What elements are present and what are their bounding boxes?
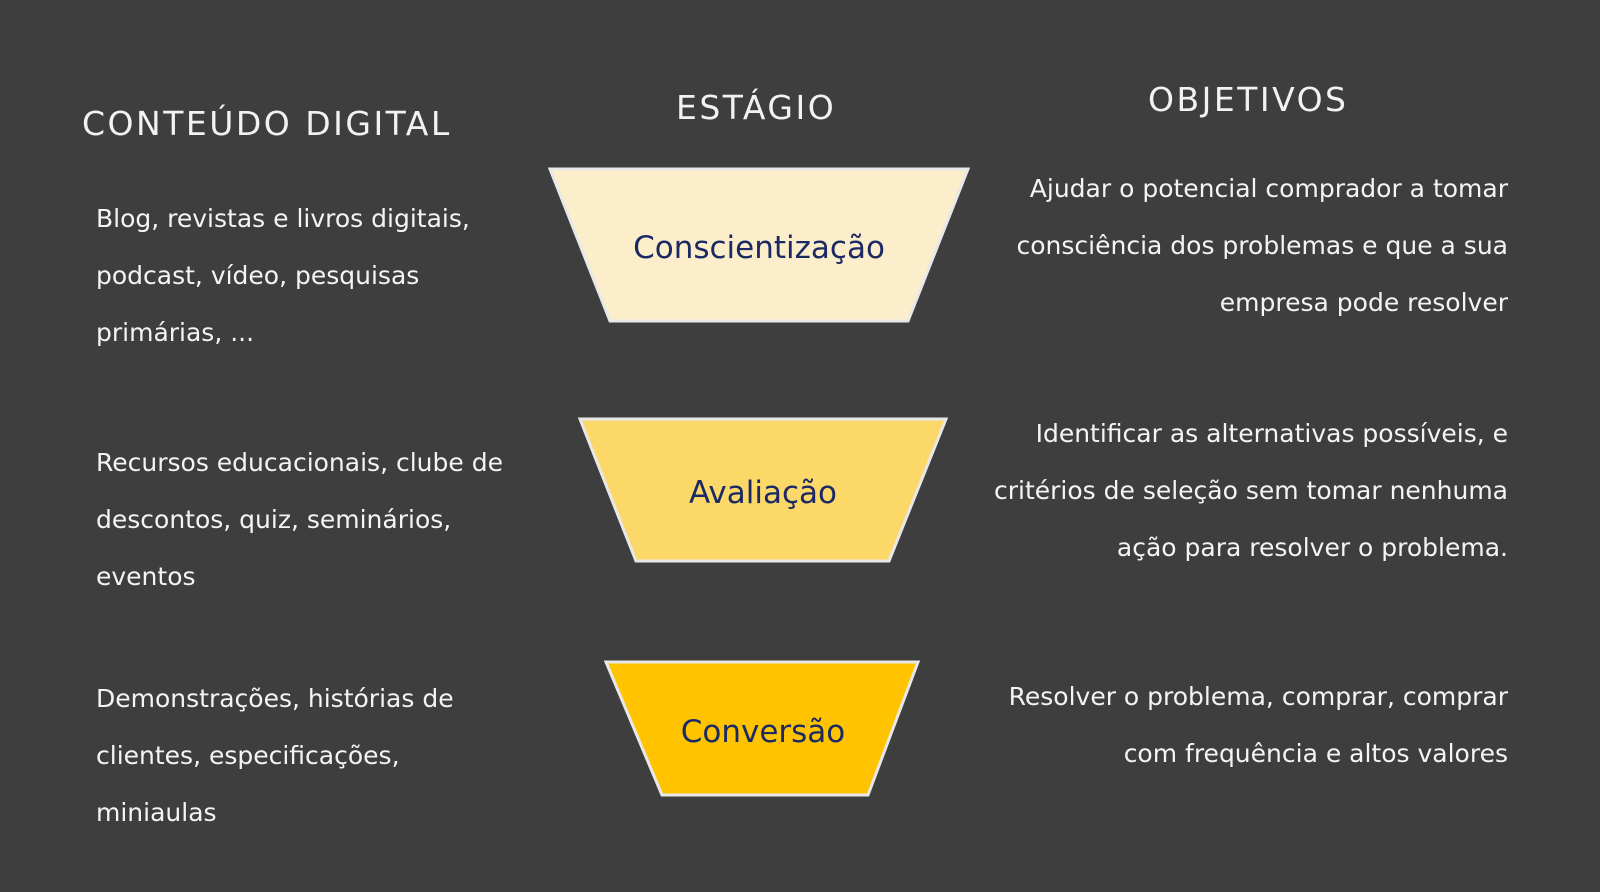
funnel-stage-2-shape [572, 412, 954, 568]
funnel-stage-avaliacao[interactable]: Avaliação [572, 412, 954, 568]
funnel-stage-1-shape [542, 162, 976, 328]
content-text-stage-1: Blog, revistas e livros digitais, podcas… [96, 204, 470, 347]
column-header-objetivos: OBJETIVOS [1148, 80, 1349, 119]
funnel-stage-conscientizacao[interactable]: Conscientização [542, 162, 976, 328]
goal-text-stage-2: Identificar as alternativas possíveis, e… [993, 419, 1508, 562]
column-header-estagio: ESTÁGIO [676, 88, 837, 127]
goal-text-stage-3: Resolver o problema, comprar, comprar co… [1008, 682, 1508, 768]
content-text-stage-2: Recursos educacionais, clube de desconto… [96, 448, 503, 591]
goal-text-stage-1: Ajudar o potencial comprador a tomar con… [1016, 174, 1508, 317]
funnel-stage-conversao[interactable]: Conversão [598, 654, 928, 804]
column-header-conteudo-digital: CONTEÚDO DIGITAL [82, 104, 452, 143]
content-text-stage-3: Demonstrações, histórias de clientes, es… [96, 684, 454, 827]
funnel-stage-3-shape [598, 654, 928, 804]
